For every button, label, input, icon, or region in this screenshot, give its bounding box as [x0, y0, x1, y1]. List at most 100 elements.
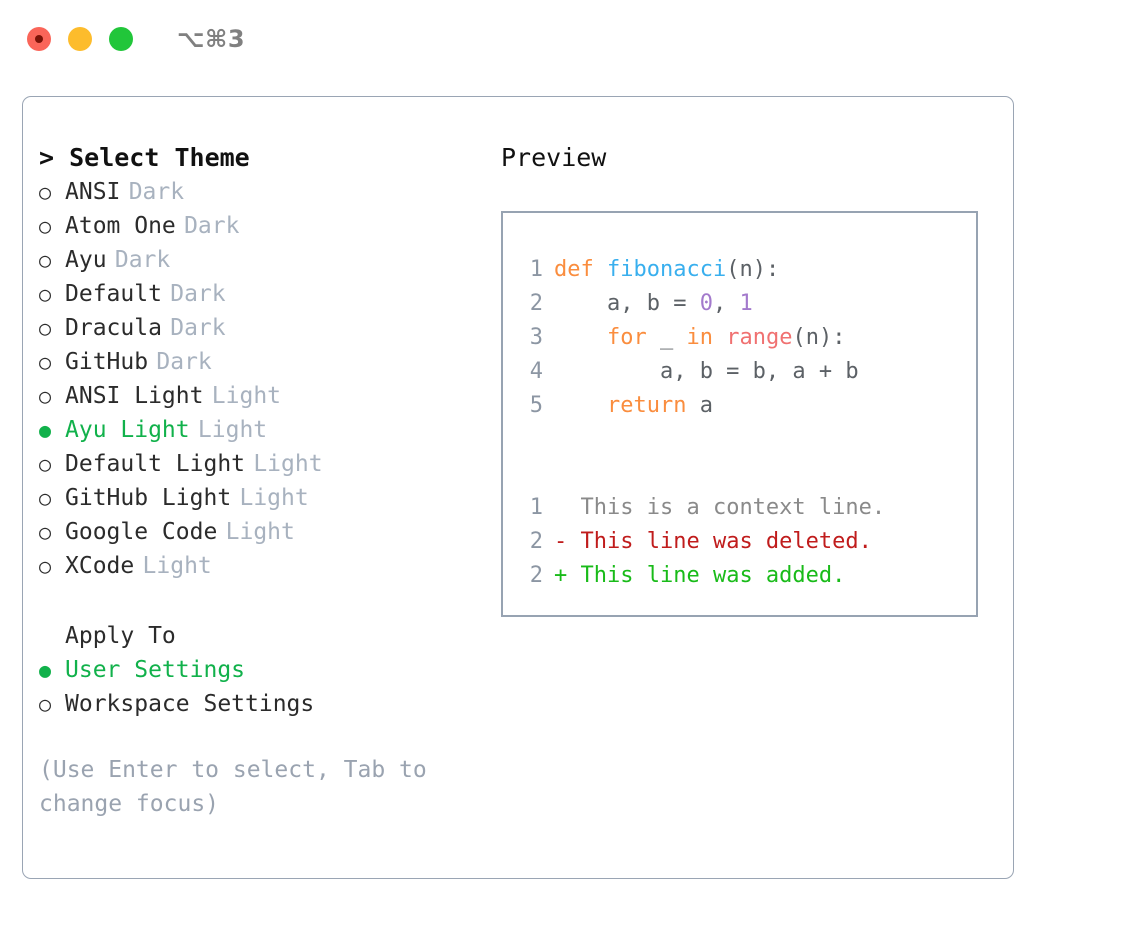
theme-option-variant-tag: Light [253, 451, 323, 477]
theme-option-ansi[interactable]: ○ ANSI Dark [39, 175, 489, 209]
radio-unselected-icon: ○ [39, 180, 52, 204]
theme-option-label: ANSI [65, 179, 121, 205]
code-line: 3 for _ in range(n): [503, 321, 976, 355]
radio-unselected-icon: ○ [39, 350, 52, 374]
theme-option-label: Google Code [65, 519, 218, 545]
line-number: 4 [529, 359, 543, 384]
line-number: 2 [529, 529, 543, 554]
theme-option-variant-tag: Light [239, 485, 309, 511]
keyboard-hint-text: (Use Enter to select, Tab to change focu… [39, 757, 427, 817]
line-number: 1 [529, 257, 543, 282]
theme-option-variant-tag: Dark [170, 281, 226, 307]
line-number: 2 [529, 291, 543, 316]
theme-option-variant-tag: Light [197, 417, 268, 443]
theme-option-label: XCode [65, 553, 135, 579]
theme-option-variant-tag: Dark [114, 247, 171, 273]
record-dot-icon [35, 35, 43, 43]
radio-unselected-icon: ○ [39, 316, 52, 340]
code-token-call: range [726, 325, 793, 350]
radio-unselected-icon: ○ [39, 214, 52, 238]
code-token-txt: (n): [726, 257, 780, 282]
radio-unselected-icon: ○ [39, 248, 52, 272]
apply-to-option-label: Workspace Settings [65, 691, 315, 717]
code-token-txt [713, 321, 726, 355]
minimize-button-icon[interactable] [68, 27, 92, 51]
theme-option-variant-tag: Light [142, 553, 212, 579]
apply-to-option-list: ●User Settings ○ Workspace Settings [39, 653, 489, 721]
diff-line-del: 2- This line was deleted. [503, 525, 976, 559]
title-bar: ⌥⌘3 [0, 0, 1140, 78]
apply-to-option-user-settings[interactable]: ●User Settings [39, 653, 489, 687]
theme-option-label: Dracula [65, 315, 162, 341]
radio-unselected-icon: ○ [39, 282, 52, 306]
theme-option-xcode[interactable]: ○ XCode Light [39, 549, 489, 583]
code-token-txt: a, b = b, a + b [554, 359, 859, 384]
spacer [503, 423, 976, 457]
code-token-txt: (n): [792, 325, 846, 350]
theme-option-label: GitHub [65, 349, 149, 375]
spacer [503, 457, 976, 491]
theme-option-label: GitHub Light [65, 485, 232, 511]
radio-unselected-icon: ○ [39, 452, 52, 476]
theme-option-variant-tag: Dark [156, 349, 212, 375]
diff-marker [554, 491, 581, 525]
traffic-lights [27, 27, 133, 51]
line-number: 2 [529, 563, 543, 588]
radio-unselected-icon: ○ [39, 692, 52, 716]
code-line: 5 return a [503, 389, 976, 423]
code-token-txt: _ [646, 325, 687, 350]
code-token-num: 1 [739, 291, 753, 316]
code-token-fn: fibonacci [606, 257, 727, 282]
code-token-kw: return [606, 393, 687, 418]
close-button-icon[interactable] [27, 27, 51, 51]
theme-option-variant-tag: Dark [170, 315, 226, 341]
apply-to-option-workspace-settings[interactable]: ○ Workspace Settings [39, 687, 489, 721]
code-token-kw: for [606, 325, 647, 350]
theme-option-label: ANSI Light [65, 383, 204, 409]
theme-option-default[interactable]: ○ Default Dark [39, 277, 489, 311]
page-title: > Select Theme [39, 143, 250, 172]
line-number: 3 [529, 325, 543, 350]
code-token-txt [554, 321, 607, 355]
diff-marker: + [554, 563, 581, 588]
radio-selected-icon: ● [39, 418, 52, 442]
theme-option-label: Ayu Light [65, 417, 190, 443]
theme-option-label: Atom One [65, 213, 176, 239]
diff-text: This is a context line. [580, 495, 886, 520]
apply-to-option-label: User Settings [65, 657, 246, 683]
theme-option-label: Ayu [65, 247, 107, 273]
spacer [39, 583, 489, 619]
theme-option-atom-one[interactable]: ○ Atom One Dark [39, 209, 489, 243]
radio-unselected-icon: ○ [39, 554, 52, 578]
theme-option-github[interactable]: ○ GitHub Dark [39, 345, 489, 379]
code-token-txt: , [712, 291, 740, 316]
code-token-txt [554, 389, 607, 423]
apply-to-title: Apply To [65, 623, 176, 649]
theme-option-ayu-light[interactable]: ● Ayu Light Light [39, 413, 489, 447]
radio-unselected-icon: ○ [39, 384, 52, 408]
code-line: 4 a, b = b, a + b [503, 355, 976, 389]
code-token-num: 0 [699, 291, 713, 316]
window-shortcut-label: ⌥⌘3 [177, 25, 246, 53]
theme-option-ayu[interactable]: ○ Ayu Dark [39, 243, 489, 277]
theme-option-dracula[interactable]: ○ Dracula Dark [39, 311, 489, 345]
code-line: 2 a, b = 0, 1 [503, 287, 976, 321]
theme-option-variant-tag: Dark [128, 179, 185, 205]
code-token-txt: a [686, 393, 713, 418]
theme-option-variant-tag: Dark [184, 213, 240, 239]
line-number: 5 [529, 393, 543, 418]
maximize-button-icon[interactable] [109, 27, 133, 51]
theme-option-label: Default [65, 281, 162, 307]
code-token-kw: in [686, 325, 713, 350]
theme-option-variant-tag: Light [225, 519, 295, 545]
